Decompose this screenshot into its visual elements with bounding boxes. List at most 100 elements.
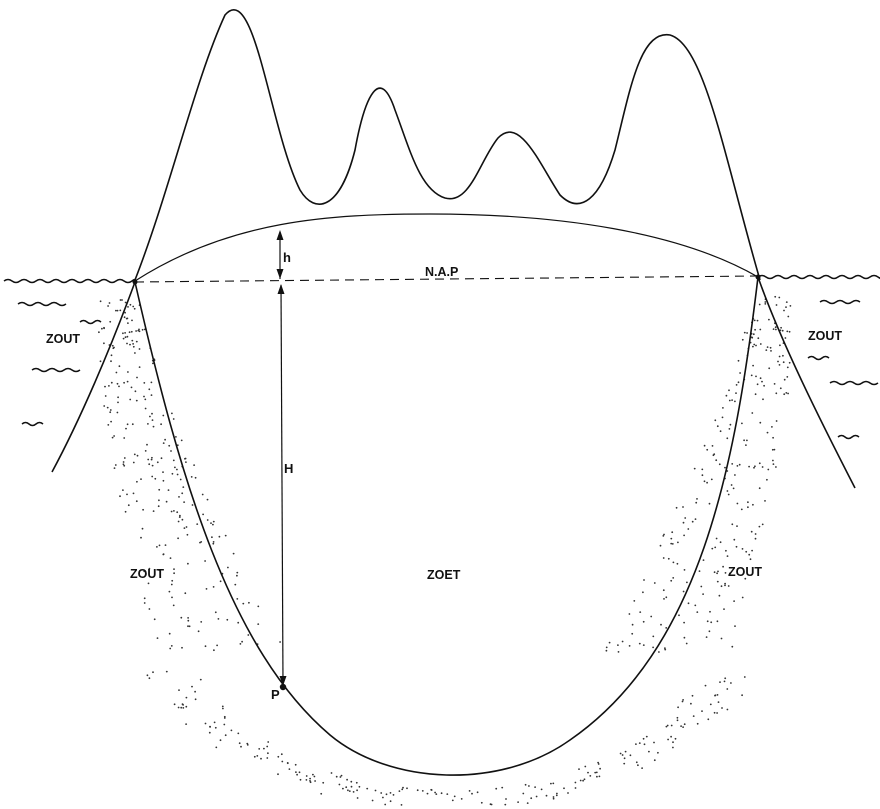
stipple-dot — [681, 700, 684, 703]
stipple-dot — [692, 715, 695, 717]
stipple-dot — [103, 405, 106, 407]
stipple-dot — [735, 545, 738, 548]
stipple-dot — [702, 559, 705, 561]
stipple-dot — [215, 746, 218, 749]
stipple-dot — [451, 799, 454, 802]
stipple-dot — [236, 571, 239, 574]
stipple-dot — [705, 636, 708, 638]
stipple-dot — [136, 454, 139, 457]
stipple-dot — [706, 481, 708, 484]
stipple-dot — [687, 528, 690, 530]
stipple-dot — [286, 762, 289, 764]
stipple-dot — [695, 501, 698, 504]
stipple-dot — [476, 791, 479, 794]
stipple-dot — [751, 336, 754, 339]
stipple-dot — [338, 783, 341, 786]
stipple-dot — [788, 361, 791, 364]
stipple-dot — [605, 649, 608, 652]
stipple-dot — [182, 486, 185, 488]
stipple-dot — [671, 531, 674, 534]
stipple-dot — [151, 475, 154, 478]
stipple-dot — [775, 304, 778, 306]
stipple-dot — [643, 743, 646, 746]
stipple-dot — [124, 301, 127, 304]
stipple-dot — [676, 716, 679, 719]
stipple-dot — [236, 598, 239, 600]
stipple-dot — [346, 778, 348, 781]
stipple-dot — [340, 774, 343, 777]
stipple-dot — [747, 506, 749, 509]
stipple-dot — [171, 412, 173, 415]
stipple-dot — [114, 464, 117, 466]
stipple-dot — [99, 360, 102, 363]
stipple-dot — [783, 393, 786, 396]
stipple-dot — [126, 380, 129, 383]
stipple-dot — [753, 466, 755, 469]
wave-mark — [17, 301, 67, 307]
stipple-dot — [224, 534, 227, 537]
stipple-dot — [185, 705, 188, 708]
stipple-dot — [172, 418, 175, 420]
stipple-dot — [683, 569, 686, 571]
stipple-dot — [260, 757, 262, 760]
stipple-dot — [713, 711, 716, 714]
stipple-dot — [756, 383, 759, 386]
stipple-dot — [162, 471, 164, 473]
salt-zone-stipple-right — [605, 295, 792, 653]
stipple-dot — [652, 646, 654, 649]
stipple-dot — [775, 328, 777, 331]
stipple-dot — [185, 461, 187, 463]
stipple-dot — [238, 742, 241, 745]
stipple-dot — [223, 723, 226, 726]
stipple-dot — [751, 412, 754, 414]
stipple-dot — [116, 382, 119, 385]
stipple-dot — [597, 761, 599, 764]
stipple-dot — [545, 794, 548, 797]
stipple-dot — [740, 508, 743, 511]
stipple-dot — [204, 560, 207, 562]
stipple-dot — [722, 407, 724, 409]
stipple-dot — [170, 510, 173, 513]
stipple-dot — [348, 790, 351, 792]
stipple-dot — [710, 621, 713, 624]
stipple-dot — [708, 630, 711, 633]
stipple-dot — [757, 337, 760, 340]
stipple-dot — [104, 395, 107, 397]
stipple-dot — [118, 385, 120, 388]
stipple-dot — [176, 511, 179, 514]
stipple-dot — [685, 642, 688, 645]
stipple-dot — [682, 590, 685, 593]
stipple-dot — [170, 450, 172, 452]
stipple-dot — [672, 746, 674, 749]
stipple-dot — [583, 778, 586, 781]
stipple-dot — [758, 303, 761, 306]
stipple-dot — [733, 538, 736, 541]
stipple-dot — [168, 590, 171, 593]
stipple-dot — [717, 570, 719, 573]
stipple-dot — [711, 445, 714, 447]
stipple-dot — [652, 635, 655, 638]
stipple-dot — [184, 457, 186, 460]
stipple-dot — [785, 301, 788, 303]
stipple-dot — [617, 651, 620, 653]
stipple-dot — [670, 579, 673, 582]
stipple-dot — [552, 796, 555, 798]
stipple-dot — [296, 773, 298, 776]
stipple-dot — [720, 637, 723, 640]
stipple-dot — [178, 516, 181, 518]
stipple-dot — [187, 617, 190, 619]
stipple-dot — [596, 775, 598, 778]
stipple-dot — [267, 752, 269, 755]
stipple-dot — [127, 306, 129, 308]
stipple-dot — [756, 319, 759, 322]
stipple-dot — [158, 569, 161, 572]
stipple-dot — [698, 570, 701, 572]
stipple-dot — [152, 362, 154, 365]
stipple-dot — [736, 465, 739, 467]
stipple-dot — [517, 801, 519, 803]
stipple-dot — [724, 572, 727, 574]
stipple-dot — [227, 566, 229, 569]
stipple-dot — [540, 788, 543, 791]
stipple-dot — [731, 645, 734, 648]
stipple-dot — [434, 791, 436, 794]
